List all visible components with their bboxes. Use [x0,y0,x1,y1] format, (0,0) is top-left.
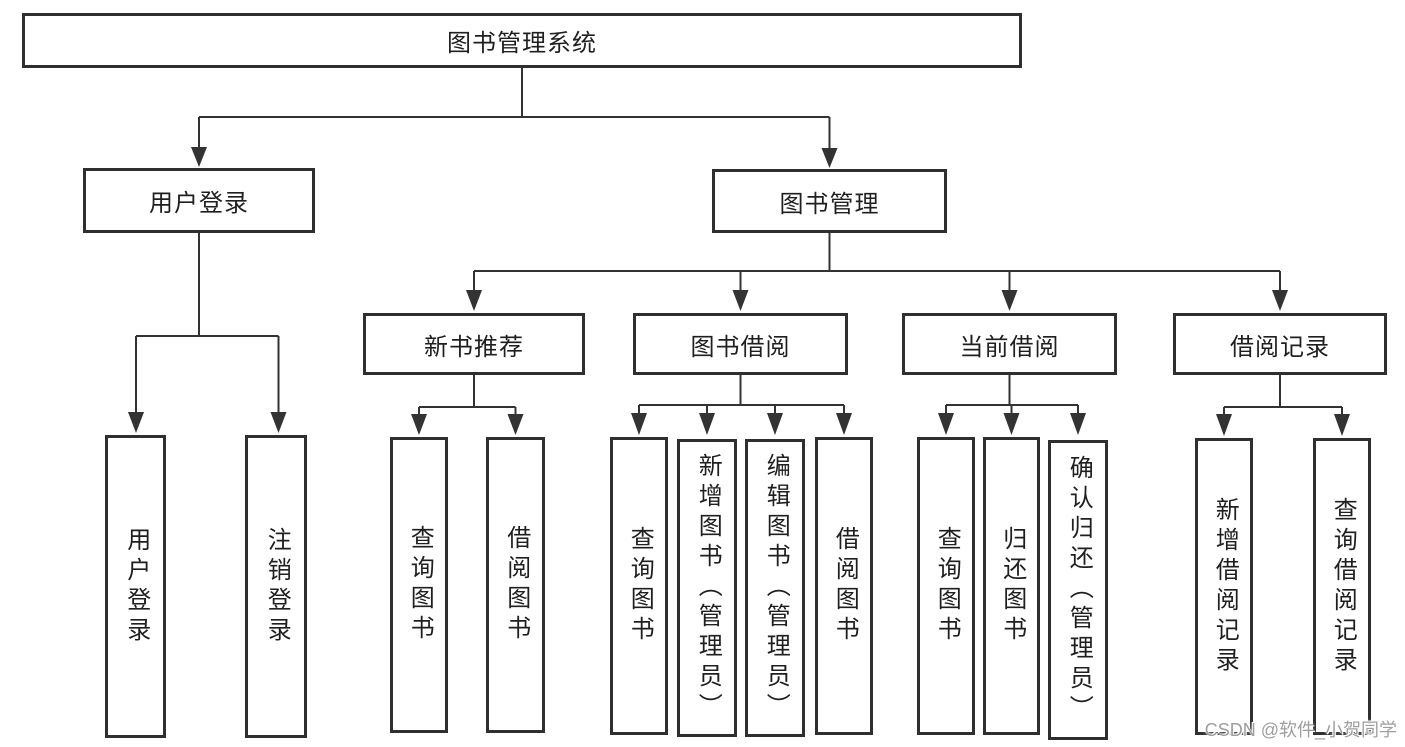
leaf-return-books: 归还图书 [983,437,1040,735]
node-book-management-label: 图书管理 [779,190,880,218]
leaf-add-book-admin: 新增图书（管理员） [677,439,737,737]
node-borrow-records: 借阅记录 [1173,313,1387,375]
leaf-query-books-borrow: 查询图书 [610,437,668,735]
node-root-library-system: 图书管理系统 [22,13,1022,68]
leaf-borrow-books-borrow-label: 借阅图书 [831,526,859,646]
leaf-query-borrow-record-label: 查询借阅记录 [1329,496,1357,677]
leaf-confirm-return-admin: 确认归还（管理员） [1048,440,1108,740]
node-current-borrow-label: 当前借阅 [959,333,1060,361]
node-current-borrow: 当前借阅 [902,313,1117,375]
leaf-confirm-return-admin-label: 确认归还（管理员） [1065,455,1093,725]
leaf-return-books-label: 归还图书 [998,526,1026,646]
leaf-logout: 注销登录 [245,435,307,738]
leaf-query-books-recommend: 查询图书 [390,437,448,733]
leaf-add-borrow-record-label: 新增借阅记录 [1211,496,1239,677]
node-borrow-records-label: 借阅记录 [1230,333,1330,361]
leaf-query-books-borrow-label: 查询图书 [626,526,654,646]
node-new-book-recommend: 新书推荐 [363,313,585,375]
node-new-book-recommend-label: 新书推荐 [424,333,524,361]
node-book-borrow: 图书借阅 [633,313,848,375]
leaf-logout-label: 注销登录 [263,526,291,647]
leaf-user-login: 用户登录 [105,435,166,738]
leaf-query-borrow-record: 查询借阅记录 [1313,438,1371,735]
node-user-login: 用户登录 [83,168,315,233]
leaf-borrow-books-recommend-label: 借阅图书 [502,525,530,645]
leaf-user-login-label: 用户登录 [122,526,150,647]
arrowheads [128,147,1350,436]
leaf-query-books-recommend-label: 查询图书 [406,525,434,645]
leaf-borrow-books-borrow: 借阅图书 [815,437,873,735]
leaf-edit-book-admin-label: 编辑图书（管理员） [762,453,790,723]
node-user-login-label: 用户登录 [149,190,249,217]
leaf-edit-book-admin: 编辑图书（管理员） [745,439,805,737]
leaf-query-books-current-label: 查询图书 [933,526,961,646]
node-book-borrow-label: 图书借阅 [690,333,791,361]
leaf-add-borrow-record: 新增借阅记录 [1195,438,1253,735]
node-root-label: 图书管理系统 [447,30,597,57]
node-book-management: 图书管理 [712,169,947,233]
leaf-add-book-admin-label: 新增图书（管理员） [694,453,722,723]
leaf-borrow-books-recommend: 借阅图书 [486,437,545,733]
leaf-query-books-current: 查询图书 [917,437,975,735]
